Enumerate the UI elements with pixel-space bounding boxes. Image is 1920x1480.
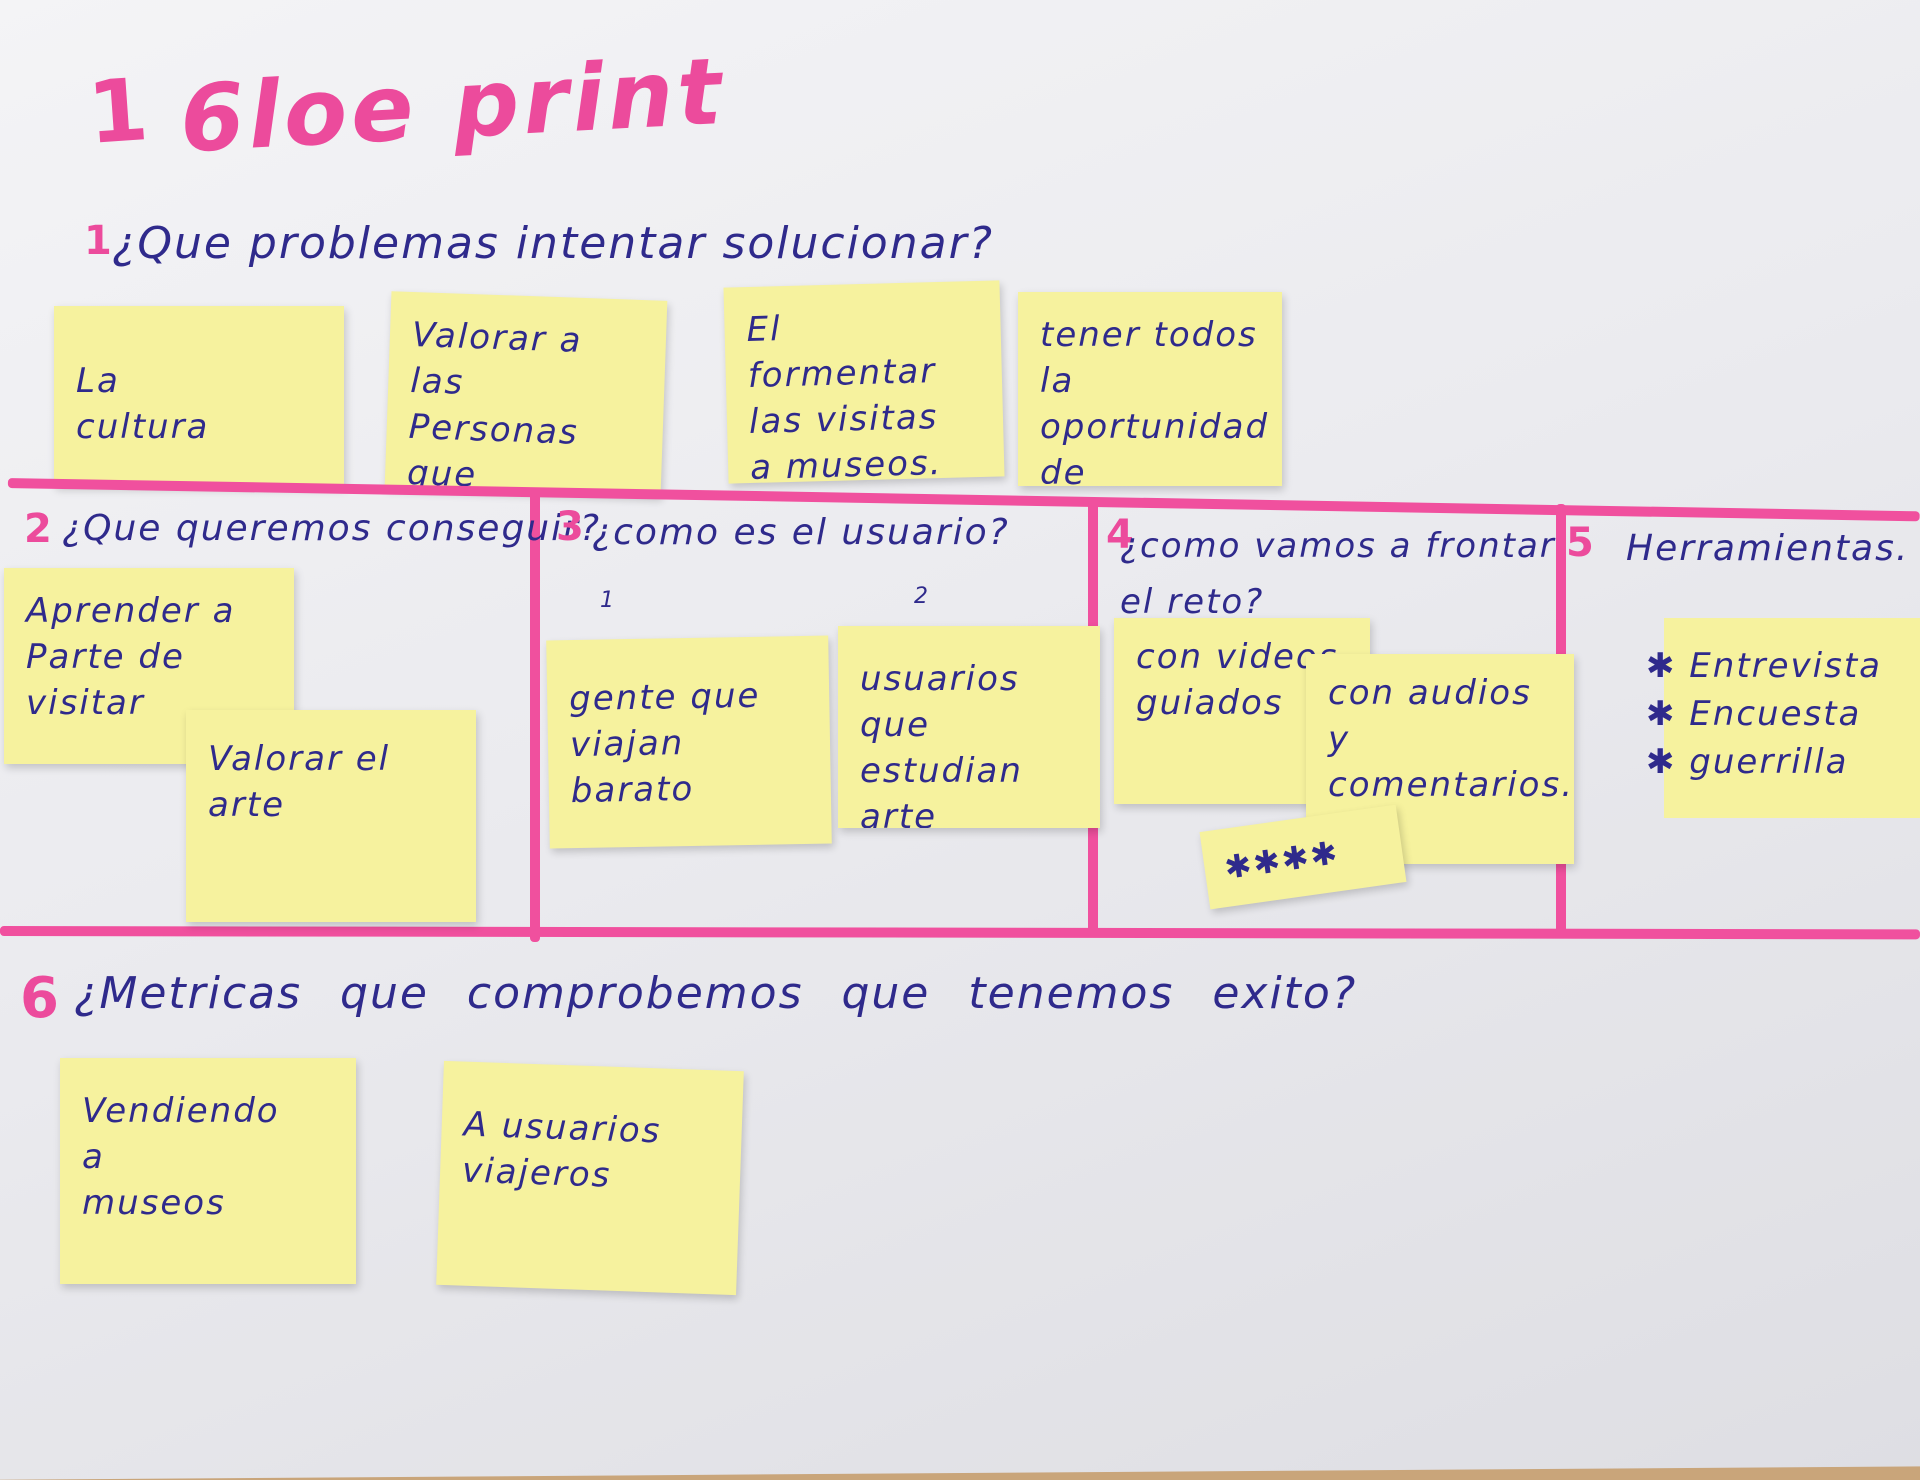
section2-question: ¿Que queremos conseguir? bbox=[62, 508, 602, 549]
section6-question: ¿Metricas que comprobemos que tenemos ex… bbox=[74, 968, 1358, 1019]
user-label-2: 2 bbox=[914, 584, 930, 609]
section6-number: 6 bbox=[20, 966, 59, 1031]
sticky-note: Aprender a Parte de visitar bbox=[4, 568, 294, 764]
section3-number: 3 bbox=[556, 504, 584, 550]
sticky-note: gente que viajan barato bbox=[546, 635, 832, 849]
section5-question: Herramientas. bbox=[1626, 528, 1910, 569]
sticky-note: con audios y comentarios. bbox=[1306, 654, 1574, 864]
user-label-1: 1 bbox=[600, 588, 616, 613]
section2-number: 2 bbox=[24, 506, 52, 552]
sticky-note: A usuarios viajeros bbox=[436, 1060, 744, 1296]
sticky-note: La cultura bbox=[54, 306, 344, 486]
sticky-note: ✱ Entrevista ✱ Encuesta ✱ guerrilla bbox=[1640, 618, 1920, 818]
sticky-note: El formentar las visitas a museos. bbox=[723, 280, 1005, 484]
sticky-note: usuarios que estudian arte bbox=[838, 626, 1100, 828]
section4-number: 4 bbox=[1106, 512, 1134, 558]
sticky-note: Vendiendo a museos bbox=[60, 1058, 356, 1284]
section1-number: 1 bbox=[84, 218, 112, 264]
sticky-note: Valorar a las Personas que estudian Art. bbox=[384, 291, 668, 497]
title-number: 1 bbox=[84, 60, 152, 164]
section5-number: 5 bbox=[1566, 520, 1594, 566]
section1-question: ¿Que problemas intentar solucionar? bbox=[112, 218, 995, 269]
section3-question: ¿como es el usuario? bbox=[592, 512, 1010, 553]
section4-question: ¿como vamos a frontar el reto? bbox=[1120, 526, 1556, 622]
sticky-note: tener todos la oportunidad de aprender bbox=[1018, 292, 1282, 486]
sticky-note: Valorar el arte bbox=[186, 710, 476, 922]
divider-vertical-1 bbox=[530, 492, 540, 942]
